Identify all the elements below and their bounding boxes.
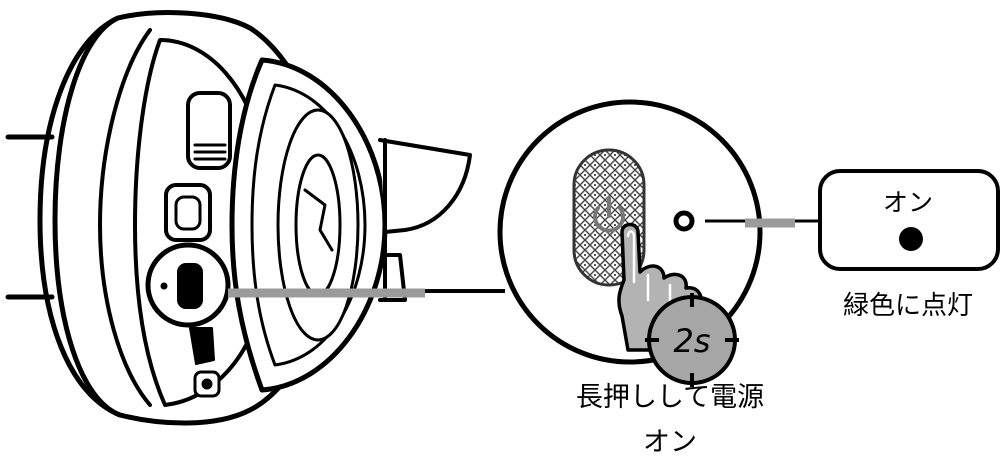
timer-badge: 2s [645, 293, 739, 387]
callout-line-right [705, 218, 820, 228]
action-caption-line2: オン [643, 427, 697, 458]
timer-badge-text: 2s [673, 322, 710, 360]
status-box [818, 169, 1000, 271]
action-caption-line1: 長押しして電源 [575, 382, 765, 413]
status-description-label: 緑色に点灯 [842, 291, 973, 321]
headphone-earcup [5, 10, 472, 426]
status-led-dot [899, 227, 923, 251]
callout-line-left [228, 288, 505, 298]
status-on-label: オン [882, 188, 933, 217]
led-indicator [673, 210, 695, 232]
zoom-circle: 2s [497, 99, 763, 387]
power-icon [593, 196, 625, 233]
